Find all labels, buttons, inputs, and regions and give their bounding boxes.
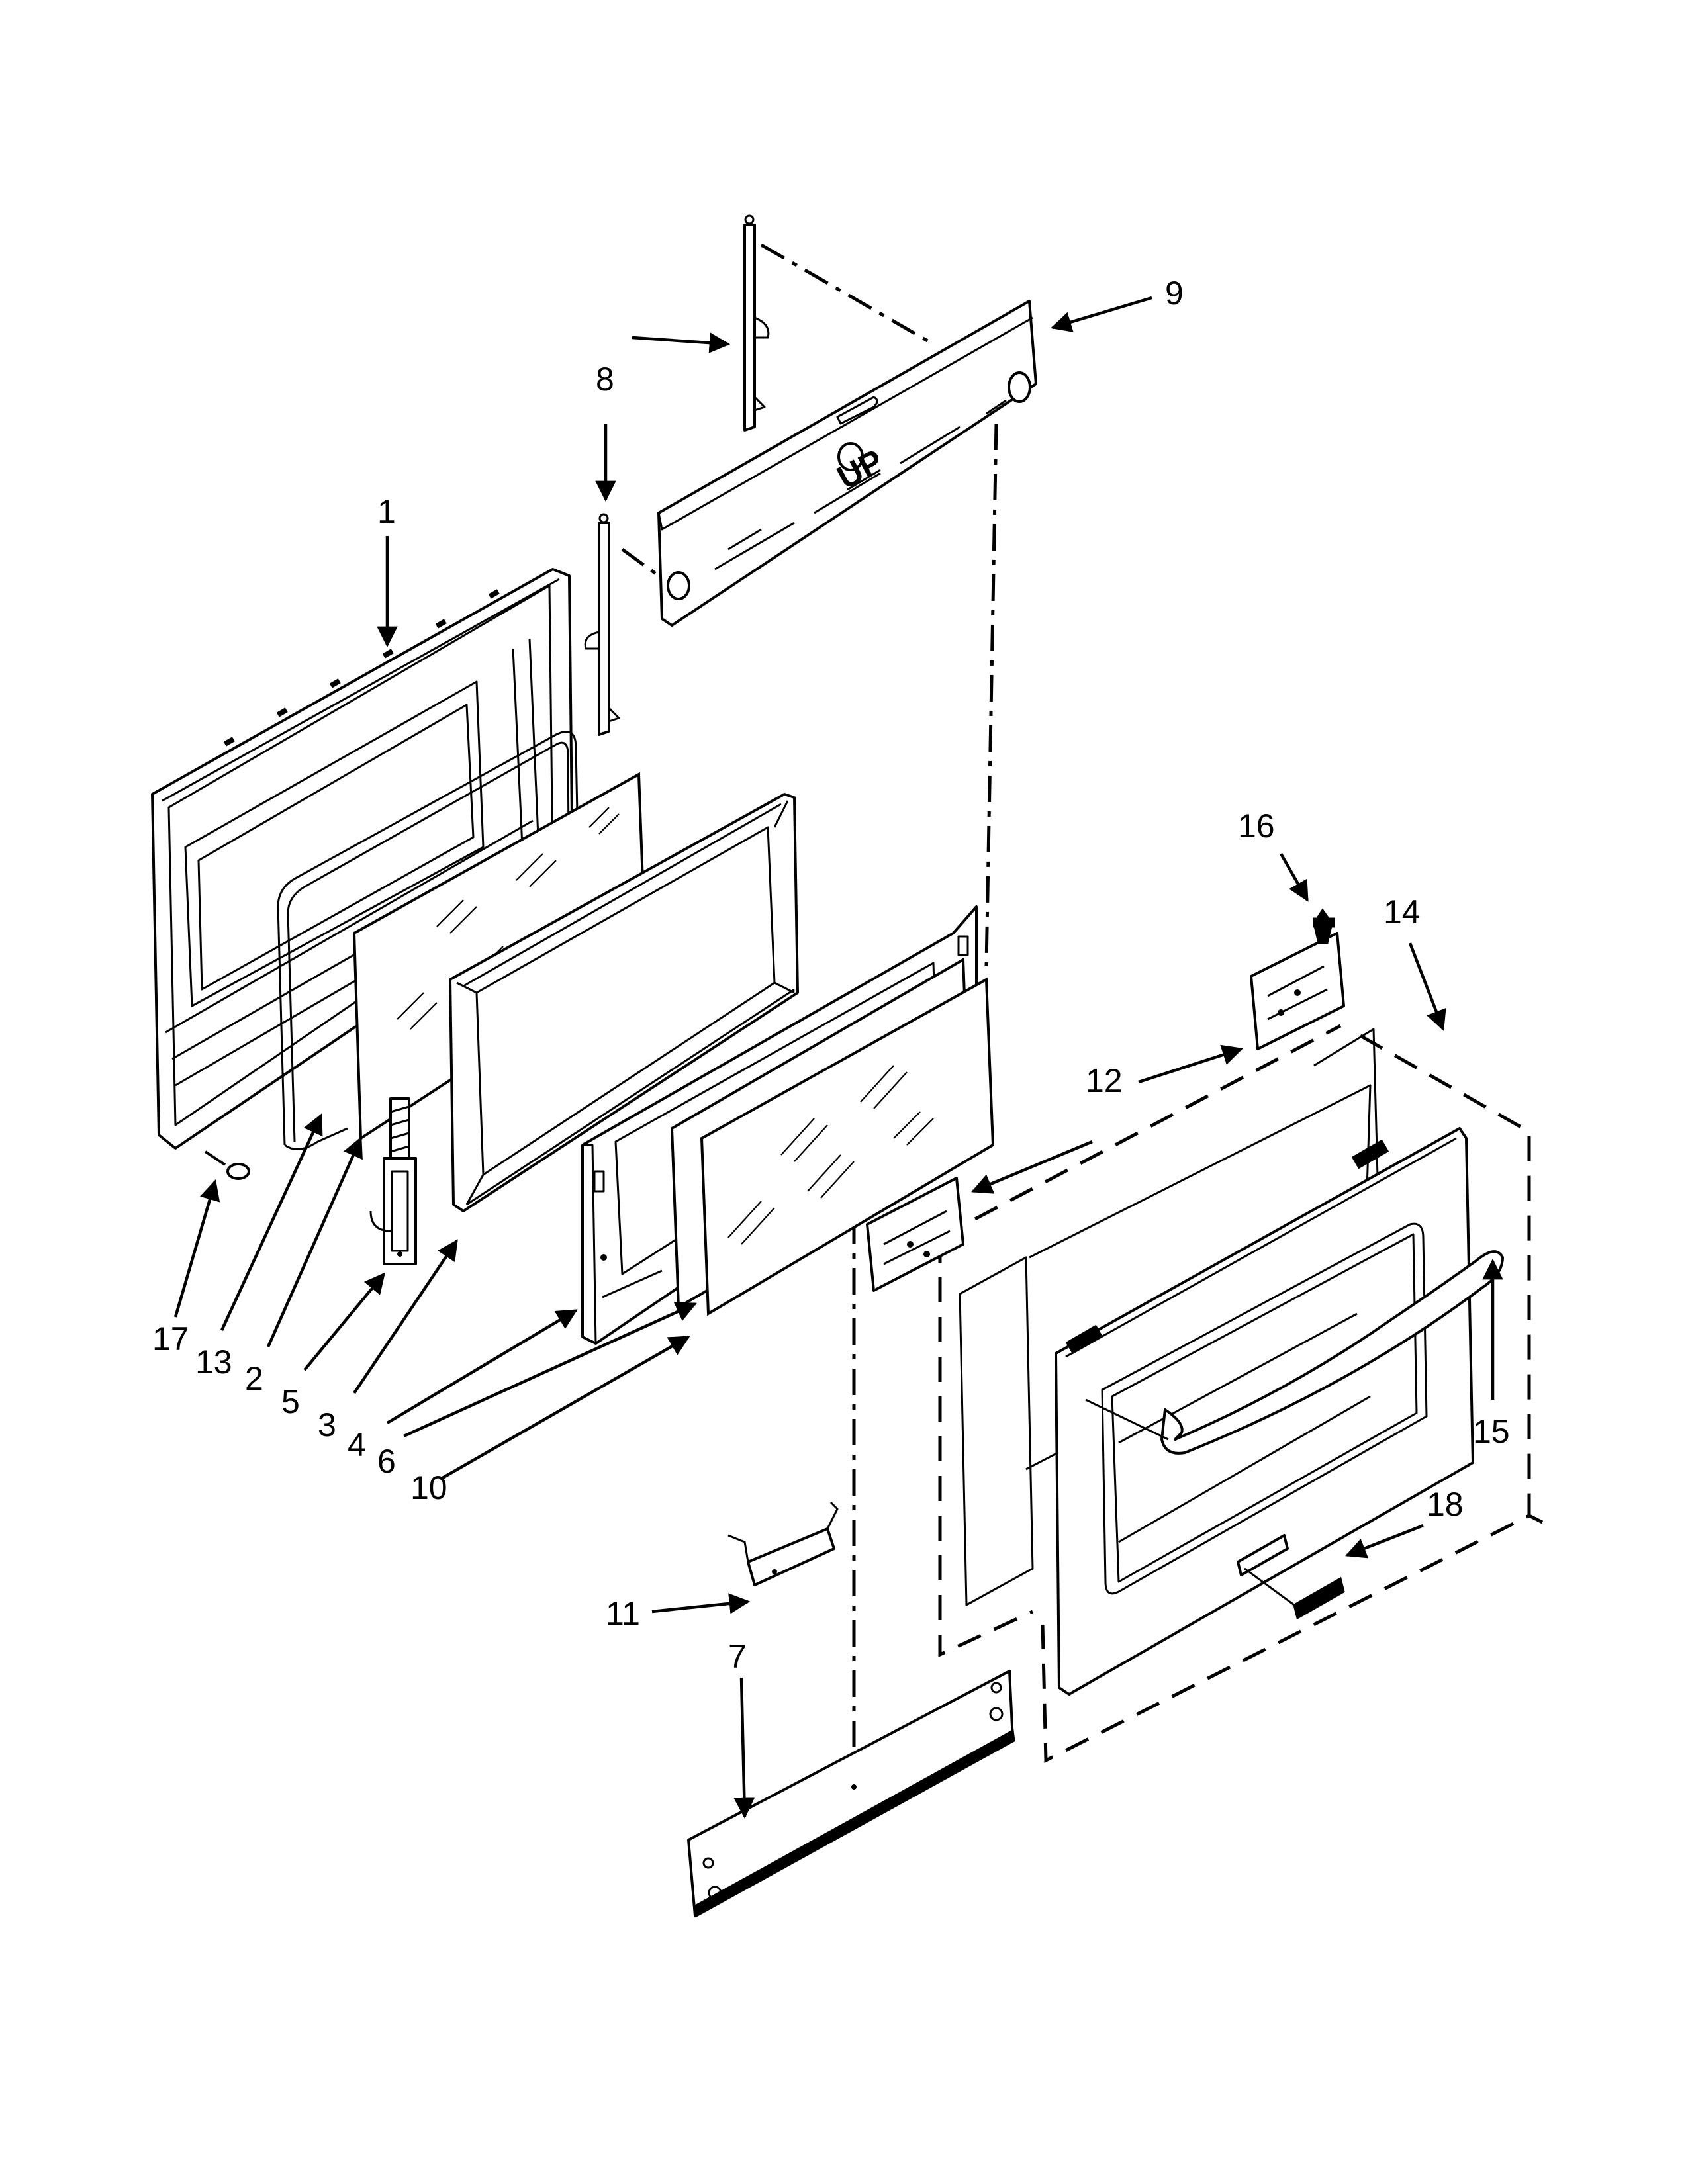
door-hinge — [369, 1097, 417, 1265]
side-bracket-upper — [743, 214, 770, 432]
bottom-trim — [687, 1670, 1015, 1918]
callout-10: 10 — [410, 1469, 447, 1506]
bottom-bracket — [727, 1501, 839, 1586]
nameplate-badge — [1237, 1534, 1345, 1620]
callout-11: 11 — [606, 1595, 640, 1632]
glass-frame — [449, 793, 799, 1212]
door-handle — [1085, 1250, 1504, 1455]
top-hinge-bracket — [1250, 932, 1345, 1050]
door-screw — [204, 1150, 250, 1180]
callout-2: 2 — [245, 1360, 263, 1397]
hinge-screw — [1313, 908, 1335, 944]
outer-door-panel — [959, 1028, 1474, 1696]
callout-7: 7 — [728, 1638, 747, 1675]
callout-8: 8 — [596, 361, 614, 398]
door-gasket — [277, 731, 581, 1150]
callout-18: 18 — [1427, 1486, 1464, 1523]
leader-arrows — [173, 296, 1503, 1819]
callout-13: 13 — [195, 1343, 232, 1381]
callout-16: 16 — [1238, 807, 1275, 844]
callout-1: 1 — [377, 493, 396, 530]
hinge-bracket — [866, 1177, 964, 1292]
outer-glass-panels — [670, 957, 995, 1316]
callout-3: 3 — [318, 1406, 336, 1443]
top-vent-panel: UP — [657, 300, 1037, 627]
side-bracket-lower — [584, 513, 620, 736]
callout-17: 17 — [152, 1320, 189, 1357]
callout-9: 9 — [1165, 275, 1184, 312]
assembly-lines — [621, 243, 1544, 1764]
callout-labels: 1 8 9 16 14 12 15 18 11 7 17 13 2 5 3 4 … — [152, 275, 1510, 1675]
callout-14: 14 — [1383, 893, 1421, 931]
callout-5: 5 — [281, 1383, 300, 1420]
callout-15: 15 — [1473, 1413, 1510, 1450]
callout-6: 6 — [377, 1443, 396, 1480]
callout-4: 4 — [348, 1426, 366, 1463]
callout-12: 12 — [1086, 1062, 1123, 1099]
